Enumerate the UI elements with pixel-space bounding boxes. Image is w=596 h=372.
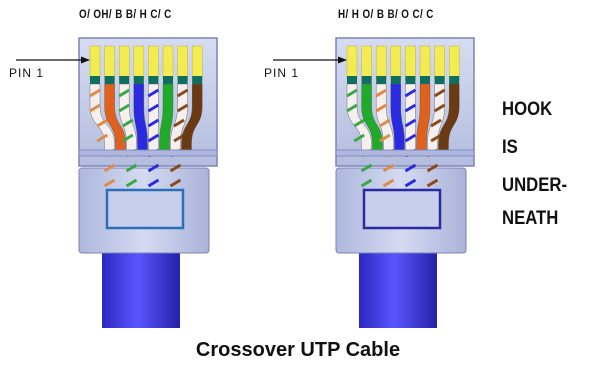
right-wire-stripe-5-1: [404, 88, 417, 98]
right-pin1-arrow-head: [338, 56, 347, 64]
hook-note-line-1: HOOK: [502, 99, 553, 120]
left-wire-stripe-1-2: [89, 103, 101, 113]
left-wire-stripe-1-7: [103, 178, 116, 188]
right-contact-tip-5: [405, 76, 416, 84]
right-contact-tip-7: [434, 76, 445, 84]
hook-note-line-4: NEATH: [502, 208, 559, 229]
right-wire-stripe-5-6: [404, 163, 417, 173]
right-wire-stripe-1-1: [346, 88, 358, 98]
right-wire-stripe-7-3: [430, 118, 442, 128]
right-contact-8: [448, 45, 460, 81]
left-wire-stripe-7-7: [169, 178, 182, 188]
right-boot-window: [362, 188, 442, 230]
left-contact-2: [104, 45, 115, 81]
right-contact-tip-4: [390, 76, 401, 84]
right-wire-labels: H/ H O/ B B/ O C/ C: [338, 7, 434, 21]
left-wire-stripe-3-7: [125, 178, 138, 188]
right-contact-5: [405, 45, 416, 81]
right-wire-stripe-1-7: [360, 178, 373, 188]
left-wire-stripe-1-3: [96, 118, 109, 128]
right-contact-tip-8: [449, 76, 460, 84]
left-wire-stripe-1-4: [96, 133, 109, 143]
right-wire-stripe-7-1: [433, 88, 446, 98]
diagram-caption: Crossover UTP Cable: [195, 339, 401, 361]
right-wire-stripe-5-4: [404, 133, 417, 143]
left-wire-stripe-5-1: [147, 88, 160, 98]
left-wire-stripe-5-2: [147, 103, 160, 113]
left-wire-stripe-3-2: [118, 103, 130, 113]
left-wire-stripe-3-4: [122, 133, 134, 143]
left-pin1-arrow-head: [81, 56, 90, 64]
left-contact-5: [148, 45, 159, 81]
left-wire-stripe-7-6: [169, 163, 182, 173]
left-wire-labels: O/ OH/ B B/ H C/ C: [79, 7, 172, 21]
left-connector: [16, 37, 218, 328]
left-wire-stripe-3-3: [122, 118, 134, 128]
right-contact-tip-2: [361, 76, 372, 84]
right-contact-2: [361, 45, 372, 81]
left-contact-tip-6: [163, 76, 173, 84]
left-wire-stripe-5-7: [147, 178, 160, 188]
hook-note-line-3: UNDER-: [502, 175, 568, 196]
right-wire-stripe-7-6: [426, 163, 439, 173]
right-wire-stripe-5-3: [404, 118, 417, 128]
left-contact-tip-7: [177, 76, 188, 84]
left-cable: [102, 252, 180, 328]
left-wire-stripe-1-6: [103, 163, 116, 173]
left-crimp-bar: [78, 149, 218, 157]
left-wire-stripe-7-1: [176, 88, 189, 98]
right-contact-3: [375, 45, 387, 81]
right-wire-stripe-3-4: [379, 133, 391, 143]
left-contact-3: [118, 45, 130, 81]
left-contact-4: [133, 45, 145, 81]
left-wire-stripe-5-6: [147, 163, 160, 173]
right-wire-stripe-1-4: [353, 133, 366, 143]
right-wire-stripe-3-3: [379, 118, 391, 128]
left-contact-tip-2: [104, 76, 115, 84]
left-wire-stripe-7-2: [176, 103, 189, 113]
left-wire-stripe-5-3: [147, 118, 160, 128]
right-wire-stripe-1-2: [346, 103, 358, 113]
right-wire-stripe-5-7: [404, 178, 417, 188]
left-contact-tip-5: [148, 76, 159, 84]
left-boot-window: [105, 188, 185, 230]
right-contact-tip-6: [420, 76, 430, 84]
hook-note-line-2: IS: [502, 137, 518, 158]
right-wire-stripe-7-2: [433, 103, 446, 113]
right-pin1-label: PIN 1: [264, 66, 300, 80]
right-contact-1: [346, 45, 358, 81]
right-wire-stripe-3-7: [382, 178, 395, 188]
left-wire-stripe-5-4: [147, 133, 160, 143]
left-contact-1: [89, 45, 101, 81]
left-wire-stripe-1-1: [89, 88, 101, 98]
right-wire-stripe-3-6: [382, 163, 395, 173]
right-contact-tip-1: [347, 76, 357, 84]
right-wire-stripe-1-6: [360, 163, 373, 173]
left-wire-stripe-7-3: [173, 118, 185, 128]
left-wire-stripe-3-6: [125, 163, 138, 173]
right-wire-stripe-5-2: [404, 103, 417, 113]
right-wire-stripe-3-1: [375, 88, 387, 98]
right-wire-stripe-3-2: [375, 103, 387, 113]
left-contact-7: [177, 45, 188, 81]
left-contact-tip-3: [119, 76, 130, 84]
right-wire-stripe-1-3: [353, 118, 366, 128]
right-connector: [273, 37, 475, 328]
right-contact-7: [434, 45, 445, 81]
right-contact-tip-3: [376, 76, 387, 84]
left-contact-tip-8: [192, 76, 203, 84]
right-contact-4: [390, 45, 402, 81]
right-cable: [359, 252, 437, 328]
left-contact-6: [162, 45, 174, 81]
right-contact-6: [419, 45, 431, 81]
right-crimp-bar: [335, 149, 475, 157]
left-contact-8: [191, 45, 203, 81]
left-contact-tip-1: [90, 76, 100, 84]
left-contact-tip-4: [133, 76, 144, 84]
left-wire-stripe-3-1: [118, 88, 130, 98]
right-wire-stripe-7-7: [426, 178, 439, 188]
left-pin1-label: PIN 1: [9, 66, 45, 80]
